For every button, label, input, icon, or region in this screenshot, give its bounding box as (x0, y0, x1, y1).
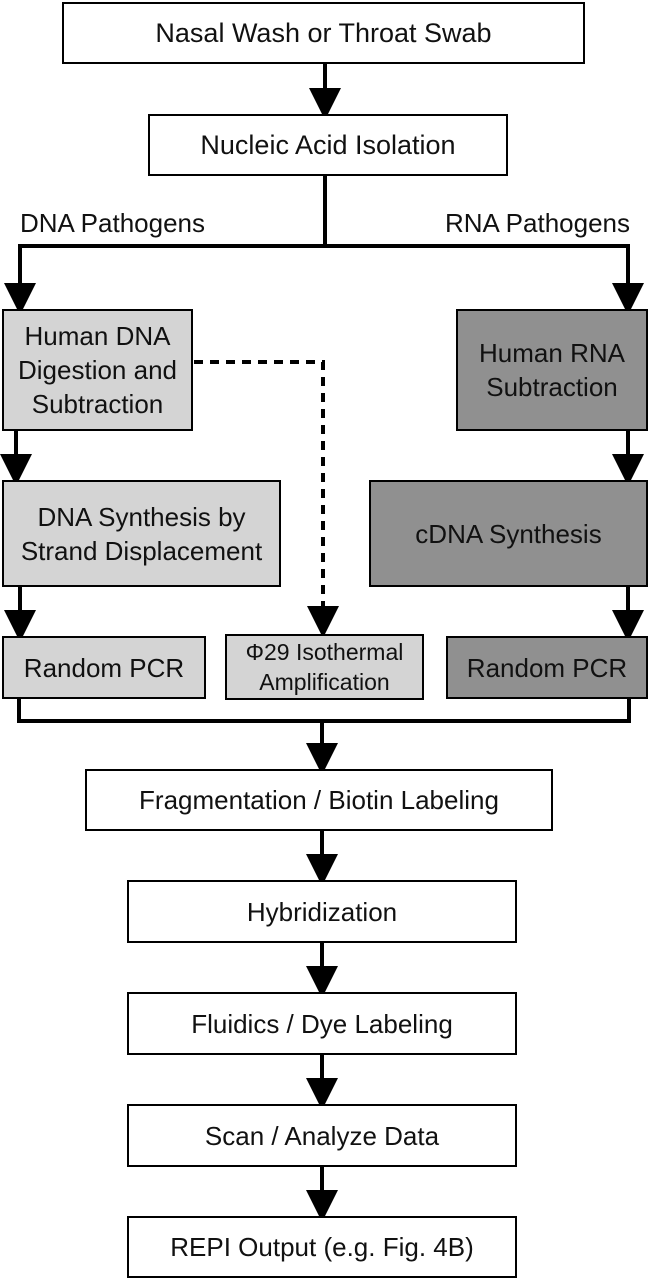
fluidics-box: Fluidics / Dye Labeling (127, 992, 517, 1055)
sample-label: Nasal Wash or Throat Swab (155, 18, 492, 48)
rna-subtraction-box: Human RNA Subtraction (456, 309, 648, 431)
output-box: REPI Output (e.g. Fig. 4B) (127, 1216, 517, 1278)
rna-random-pcr-box: Random PCR (446, 636, 648, 699)
sample-box: Nasal Wash or Throat Swab (62, 2, 585, 64)
rna-pathogens-label: RNA Pathogens (444, 208, 630, 238)
dna-synthesis-label: DNA Synthesis by Strand Displacement (20, 501, 263, 566)
output-label: REPI Output (e.g. Fig. 4B) (170, 1232, 474, 1262)
dna-random-pcr-box: Random PCR (2, 636, 206, 699)
dashed-arrow-to-phi29 (194, 360, 339, 638)
rna-subtraction-label: Human RNA Subtraction (479, 338, 625, 402)
scan-label: Scan / Analyze Data (204, 1120, 440, 1151)
phi29-box: Φ29 Isothermal Amplification (225, 634, 424, 700)
isolation-label: Nucleic Acid Isolation (200, 130, 456, 160)
scan-box: Scan / Analyze Data (127, 1104, 517, 1167)
dna-digestion-label: Human DNA Digestion and Subtraction (18, 321, 177, 419)
fluidics-label: Fluidics / Dye Labeling (191, 1008, 453, 1039)
dna-random-pcr-label: Random PCR (23, 652, 185, 683)
phi29-label: Φ29 Isothermal Amplification (245, 639, 404, 695)
dna-digestion-box: Human DNA Digestion and Subtraction (2, 309, 193, 431)
dna-synthesis-box: DNA Synthesis by Strand Displacement (2, 480, 281, 587)
dna-pathogens-label: DNA Pathogens (20, 208, 206, 238)
hybridization-box: Hybridization (127, 880, 517, 943)
fragmentation-label: Fragmentation / Biotin Labeling (139, 785, 499, 815)
cdna-synthesis-label: cDNA Synthesis (415, 518, 602, 549)
rna-random-pcr-label: Random PCR (466, 652, 628, 683)
hybridization-label: Hybridization (246, 896, 398, 927)
fragmentation-box: Fragmentation / Biotin Labeling (85, 769, 553, 831)
isolation-box: Nucleic Acid Isolation (148, 114, 508, 176)
cdna-synthesis-box: cDNA Synthesis (369, 480, 648, 587)
